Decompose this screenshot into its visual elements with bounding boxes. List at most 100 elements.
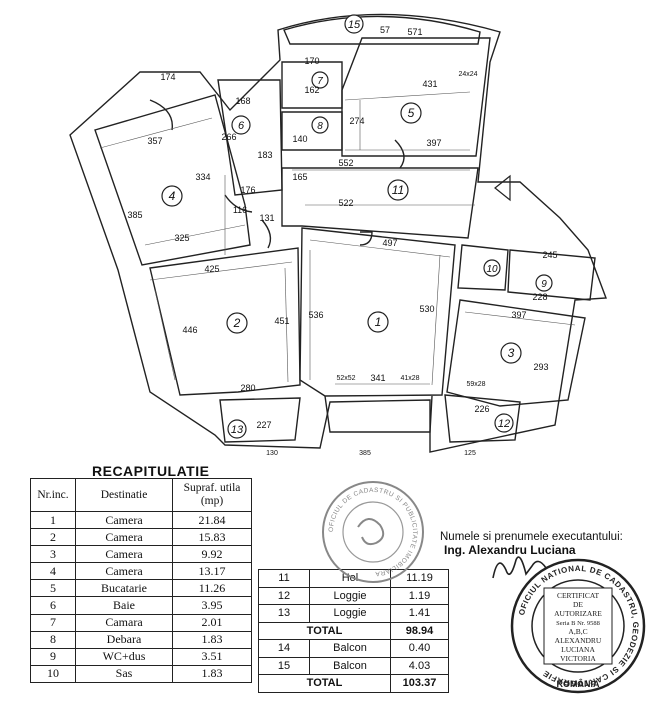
- total-label: TOTAL: [258, 621, 391, 640]
- dim-label: 130: [266, 450, 278, 457]
- cell: Balcon: [309, 639, 391, 658]
- cert-line: Seria B Nr. 9588: [556, 620, 600, 627]
- executant-label: Numele si prenumele executantului:: [440, 531, 623, 543]
- room-number: 2: [233, 316, 241, 330]
- agency-stamp: OFICIUL DE CADASTRU SI PUBLICITATE IMOBI…: [322, 481, 424, 583]
- cell: 9.92: [172, 545, 252, 564]
- room-number: 6: [238, 120, 245, 132]
- cell: 1: [30, 510, 76, 530]
- dim-label: 325: [174, 233, 189, 243]
- cell: 14: [258, 639, 310, 658]
- dim-label: 530: [419, 304, 434, 314]
- dim-label: 59x28: [466, 381, 485, 388]
- cell: Loggie: [309, 586, 391, 605]
- cell: Baie: [75, 596, 173, 615]
- cell: 0.40: [390, 639, 449, 658]
- cell: 1.83: [172, 630, 252, 649]
- dim-label: 162: [304, 85, 319, 95]
- cell: 3: [30, 545, 76, 564]
- room-5-marker: [400, 102, 422, 124]
- dim-label: 357: [147, 136, 162, 146]
- dim-label: 174: [160, 72, 175, 82]
- dim-label: 176: [240, 185, 255, 195]
- header-cell: Nr.inc.: [30, 478, 76, 512]
- dim-label: 280: [240, 383, 255, 393]
- cert-line: LUCIANA: [561, 645, 595, 654]
- dim-label: 52x52: [336, 375, 355, 382]
- dim-label: 227: [256, 420, 271, 430]
- header-cell: Destinatie: [75, 478, 173, 512]
- room-3-marker: [500, 342, 522, 364]
- dim-label: 536: [308, 310, 323, 320]
- cell: Debara: [75, 630, 173, 649]
- dim-label: 168: [235, 96, 250, 106]
- cell: Camera: [75, 562, 173, 581]
- dim-label: 397: [426, 138, 441, 148]
- room-10-marker: [483, 259, 501, 277]
- cell: 11: [258, 569, 310, 588]
- cell: 1.83: [172, 664, 252, 683]
- cell: 4.03: [390, 656, 449, 675]
- dim-label: 266: [221, 132, 236, 142]
- dim-label: 431: [422, 79, 437, 89]
- cell: 13: [258, 604, 310, 623]
- cell: 7: [30, 613, 76, 632]
- cell: 15.83: [172, 528, 252, 547]
- cell: 6: [30, 596, 76, 615]
- dim-label: 552: [338, 158, 353, 168]
- room-8-wall: [281, 111, 343, 151]
- room-number: 8: [317, 121, 323, 132]
- dim-label: 571: [407, 27, 422, 37]
- room-1-marker: [367, 311, 389, 333]
- cell: 8: [30, 630, 76, 649]
- outer-wall: [69, 13, 607, 453]
- room-15-wall: [283, 15, 481, 45]
- room-12-wall: [444, 394, 521, 443]
- dim-label: 274: [349, 116, 364, 126]
- room-5-wall: [341, 37, 491, 157]
- room-11-marker: [387, 179, 409, 201]
- cell: WC+dus: [75, 647, 173, 666]
- cell: 4: [30, 562, 76, 581]
- door-arc: [394, 139, 405, 169]
- cell: Loggie: [309, 604, 391, 623]
- room-10-wall: [457, 244, 509, 291]
- dim-label: 131: [259, 213, 274, 223]
- dim-label: 57: [380, 25, 390, 35]
- total-value: 98.94: [390, 621, 449, 640]
- dim-label: 116: [233, 205, 247, 215]
- dim-label: 245: [542, 250, 557, 260]
- cell: Balcon: [309, 656, 391, 675]
- total-value: 103.37: [390, 674, 449, 693]
- room-number: 1: [375, 315, 382, 329]
- cell: 1.19: [390, 586, 449, 605]
- room-number: 9: [541, 279, 547, 290]
- room-number: 3: [508, 346, 515, 360]
- certificate-stamp: OFICIUL NATIONAL DE CADASTRU, GEODEZIE S…: [510, 558, 646, 694]
- room-number: 5: [408, 106, 415, 120]
- signature: [492, 556, 547, 579]
- dim-label: 125: [464, 450, 476, 457]
- dim-label: 170: [304, 56, 319, 66]
- cert-line: ALEXANDRU: [555, 636, 602, 645]
- total-label: TOTAL: [258, 674, 391, 693]
- cert-line: VICTORIA: [560, 654, 596, 663]
- dim-label: 446: [182, 325, 197, 335]
- room-2-marker: [226, 312, 248, 334]
- cert-bottom-text: ROMÂNIA: [557, 678, 600, 689]
- cert-line: A,B,C: [568, 627, 587, 636]
- dim-label: 140: [292, 134, 307, 144]
- dim-label: 334: [195, 172, 210, 182]
- cell: 1.41: [390, 604, 449, 623]
